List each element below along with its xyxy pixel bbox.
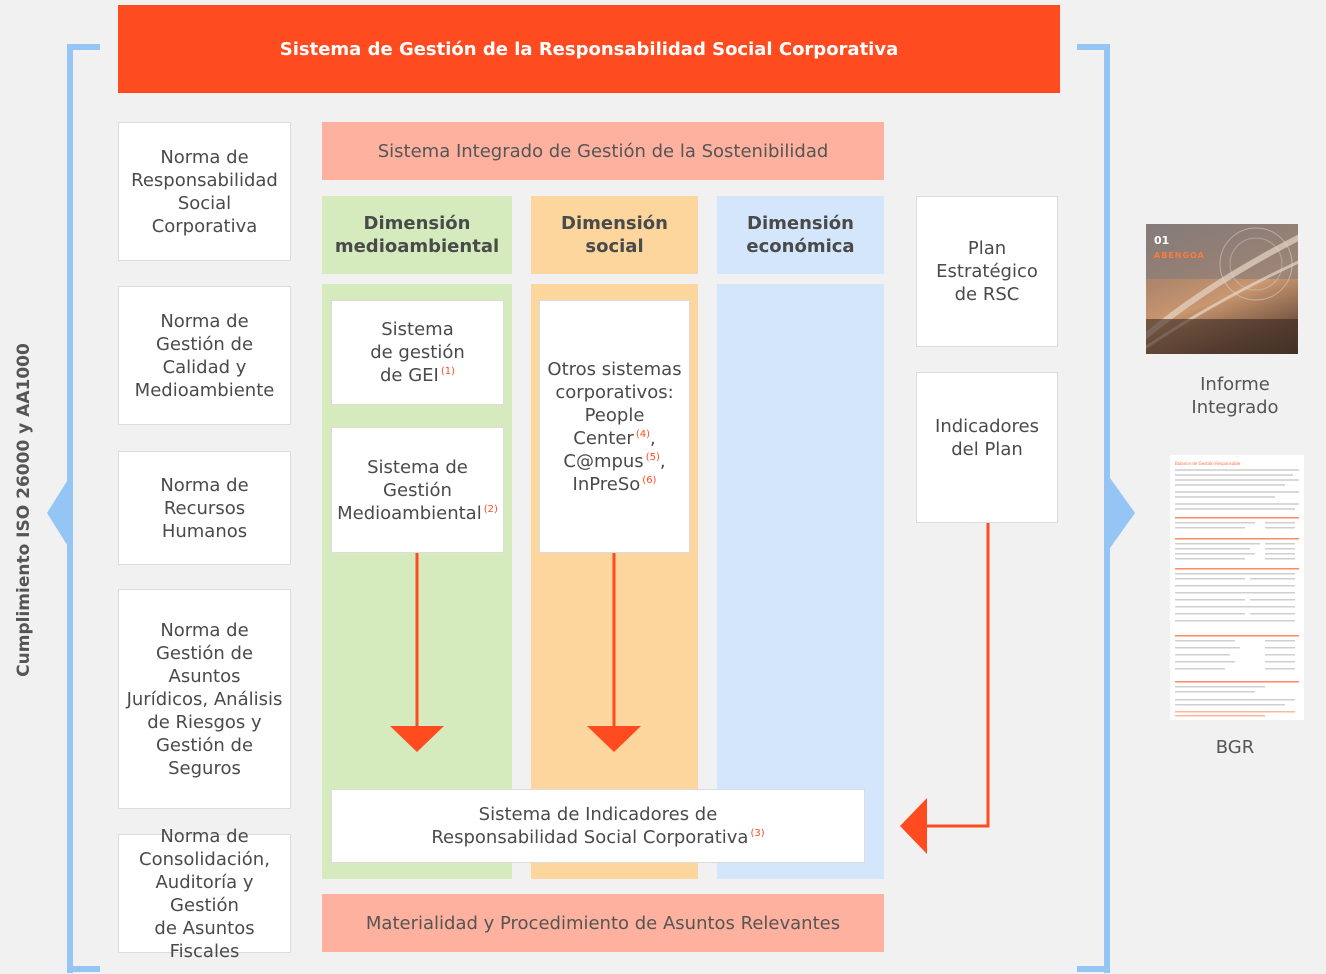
norm-box-legal-risk: Norma de Gestión de Asuntos Jurídicos, A… [118, 589, 291, 809]
norm-box-quality-environment: Norma de Gestión de Calidad y Medioambie… [118, 286, 291, 425]
campus-label: C@mpus [563, 450, 644, 472]
corporate-systems-label: Otros sistemas corporativos: People [547, 358, 682, 426]
integrated-report-thumbnail: 01 ABENGOA [1146, 224, 1298, 354]
dimension-header-economic: Dimensión económica [717, 196, 884, 274]
left-bracket [67, 44, 73, 973]
dimension-header-social: Dimensión social [531, 196, 698, 274]
right-bracket-bottom-cap [1077, 966, 1110, 972]
people-center-label: Center [573, 427, 634, 449]
norm-box-rsc: Norma de Responsabilidad Social Corporat… [118, 122, 291, 261]
gei-system-box: Sistema de gestión de GEI(1) [331, 300, 504, 405]
gei-note: (1) [440, 366, 456, 377]
right-bracket-arrow [1110, 478, 1135, 548]
dimension-header-environmental: Dimensión medioambiental [322, 196, 512, 274]
left-bracket-top-cap [67, 44, 100, 50]
rsc-indicators-note: (3) [750, 828, 765, 839]
plan-indicators-box: Indicadores del Plan [916, 372, 1058, 523]
integrated-system-bar: Sistema Integrado de Gestión de la Soste… [322, 122, 884, 180]
left-bracket-arrow [47, 478, 69, 548]
dimension-column-economic [717, 284, 884, 879]
strategic-plan-box: Plan Estratégico de RSC [916, 196, 1058, 347]
arrow-plan-indicators [900, 523, 990, 854]
gei-system-label: Sistema de gestión de GEI [370, 319, 465, 386]
arrow-social-down [587, 553, 641, 752]
solar-field-illustration [1146, 224, 1298, 354]
bgr-report-thumbnail: Balance de Gestión Responsable [1170, 455, 1304, 720]
campus-note: (5) [645, 451, 660, 463]
people-center-note: (4) [635, 428, 651, 440]
rsc-indicators-box: Sistema de Indicadores de Responsabilida… [331, 789, 865, 863]
rsc-indicators-line2: Responsabilidad Social Corporativa [431, 827, 749, 848]
inpreso-note: (6) [642, 474, 657, 486]
thumb-number: 01 [1154, 234, 1170, 247]
corporate-systems-box: Otros sistemas corporativos: People Cent… [539, 300, 690, 553]
bgr-thumb-content [1175, 469, 1299, 717]
environmental-management-label: Sistema de Gestión Medioambiental [337, 456, 482, 524]
rsc-indicators-line1: Sistema de Indicadores de [478, 804, 718, 825]
arrow-environmental-down [390, 553, 444, 752]
bgr-report-label: BGR [1215, 736, 1255, 758]
bgr-thumb-heading: Balance de Gestión Responsable [1175, 461, 1241, 466]
materiality-bar: Materialidad y Procedimiento de Asuntos … [322, 894, 884, 952]
right-bracket-top-cap [1077, 44, 1110, 50]
top-bar-title: Sistema de Gestión de la Responsabilidad… [118, 5, 1060, 93]
right-bracket [1104, 44, 1110, 973]
thumb-brand: ABENGOA [1154, 251, 1205, 260]
environmental-note: (2) [483, 503, 498, 515]
integrated-report-label: Informe Integrado [1191, 374, 1279, 418]
left-bracket-bottom-cap [67, 966, 100, 972]
environmental-management-box: Sistema de Gestión Medioambiental(2) [331, 427, 504, 553]
norm-box-human-resources: Norma de Recursos Humanos [118, 451, 291, 565]
inpreso-label: InPreSo [572, 473, 641, 495]
